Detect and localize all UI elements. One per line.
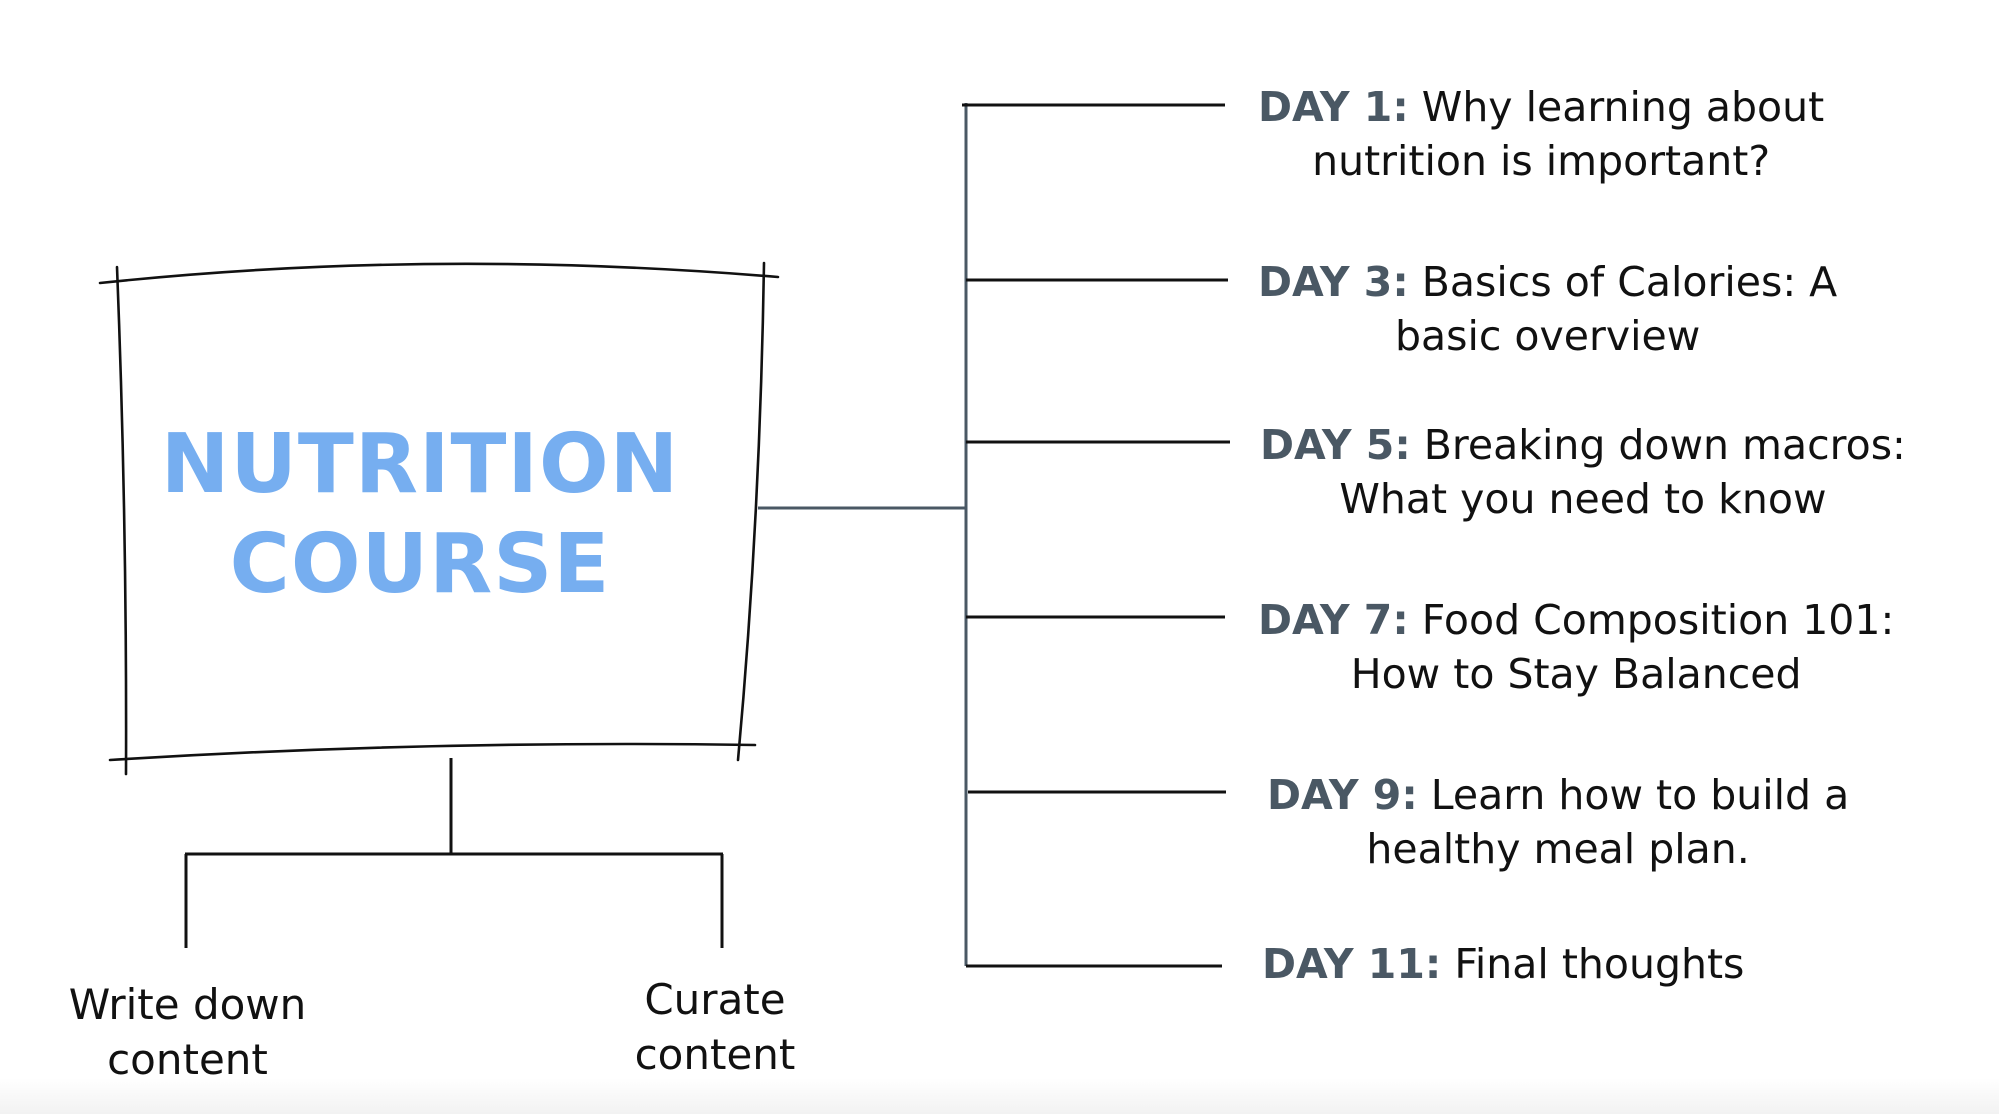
day-9-label: DAY 9: [1267, 771, 1418, 819]
day-5-title: Breaking down macros: [1423, 421, 1906, 469]
curate-content-line-2: content [634, 1030, 796, 1079]
course-title: NUTRITION COURSE [120, 415, 720, 615]
bottom-shade [0, 1078, 1999, 1114]
day-1-line-1: DAY 1: Why learning about [1258, 80, 1824, 134]
write-down-content-label: Write down content [45, 977, 330, 1087]
course-title-line-2: COURSE [229, 517, 611, 612]
day-7-title: Food Composition 101: [1421, 596, 1895, 644]
day-11-title: Final thoughts [1454, 940, 1745, 988]
day-connectors [758, 103, 968, 966]
course-title-line-1: NUTRITION [160, 417, 680, 512]
course-box-left-edge [115, 265, 128, 776]
day-7-line-1: DAY 7: Food Composition 101: [1258, 593, 1894, 647]
day-1-title: Why learning about [1421, 83, 1825, 131]
day-1-item: DAY 1: Why learning about nutrition is i… [1258, 80, 1824, 188]
day-5-line-2: What you need to know [1339, 475, 1827, 523]
course-box-bottom-edge [108, 742, 757, 762]
day-1-label: DAY 1: [1258, 83, 1409, 131]
day-9-line-1: DAY 9: Learn how to build a [1267, 768, 1849, 822]
course-box [98, 261, 780, 776]
curate-content-line-1: Curate [644, 975, 786, 1024]
day-3-line-1: DAY 3: Basics of Calories: A [1258, 255, 1837, 309]
course-box-right-edge [736, 261, 766, 762]
day-3-title: Basics of Calories: A [1421, 258, 1838, 306]
day-3-item: DAY 3: Basics of Calories: A basic overv… [1258, 255, 1837, 363]
day-5-label: DAY 5: [1260, 421, 1411, 469]
day-7-item: DAY 7: Food Composition 101: How to Stay… [1258, 593, 1894, 701]
day-11-item: DAY 11: Final thoughts [1262, 937, 1744, 991]
day-3-label: DAY 3: [1258, 258, 1409, 306]
day-7-line-2: How to Stay Balanced [1350, 650, 1802, 698]
curate-content-label: Curate content [605, 972, 825, 1082]
day-3-line-2: basic overview [1394, 312, 1701, 360]
day-9-item: DAY 9: Learn how to build a healthy meal… [1267, 768, 1849, 876]
day-7-label: DAY 7: [1258, 596, 1409, 644]
day-5-line-1: DAY 5: Breaking down macros: [1260, 418, 1906, 472]
day-1-line-2: nutrition is important? [1312, 137, 1771, 185]
write-down-content-line-2: content [107, 1035, 268, 1084]
day-11-line-1: DAY 11: Final thoughts [1262, 937, 1744, 991]
day-5-item: DAY 5: Breaking down macros: What you ne… [1260, 418, 1906, 526]
day-11-label: DAY 11: [1262, 940, 1442, 988]
day-branches [962, 103, 1230, 968]
bottom-tree [184, 758, 724, 948]
day-9-title: Learn how to build a [1430, 771, 1850, 819]
course-box-top-edge [98, 262, 780, 285]
write-down-content-line-1: Write down [68, 980, 307, 1029]
day-9-line-2: healthy meal plan. [1366, 825, 1750, 873]
